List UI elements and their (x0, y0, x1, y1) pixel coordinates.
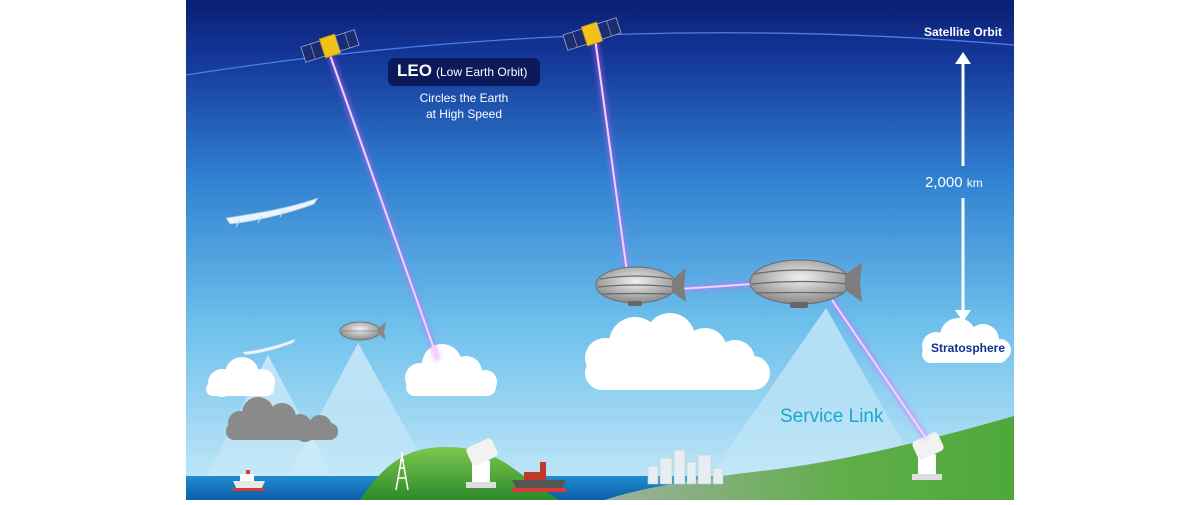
satellite-orbit-label: Satellite Orbit (924, 25, 1003, 39)
airship-beam (700, 308, 930, 490)
airship-icon (339, 321, 386, 341)
distance-value: 2,000 (925, 174, 963, 191)
storm-cloud-icon (226, 397, 338, 442)
satellite-icon (300, 29, 360, 63)
city-icon (647, 449, 724, 485)
cloud-icon (206, 357, 275, 397)
ground-antenna-icon (912, 432, 944, 480)
altitude-arrow (955, 52, 971, 322)
laser-links (327, 37, 929, 440)
ground-antenna-icon (466, 438, 498, 488)
island-hill (360, 446, 560, 500)
leo-subtitle: (Low Earth Orbit) (436, 65, 528, 79)
solar-aircraft-icon (241, 338, 297, 356)
leo-to-airship-laser (594, 37, 628, 273)
airship-small-beam (280, 343, 440, 490)
satellite-icon (562, 17, 622, 51)
leo-laser-beam (329, 54, 439, 361)
service-link-label: Service Link (780, 406, 884, 427)
leo-description-line1: Circles the Earth (419, 91, 509, 105)
stratosphere-label: Stratosphere (931, 341, 1006, 355)
leo-description-line2: at High Speed (425, 107, 503, 121)
distance-unit: km (966, 176, 983, 190)
cloud-icon (585, 313, 770, 390)
ship-icon (512, 462, 566, 492)
airship-icon (749, 259, 862, 308)
solar-aircraft-icon (225, 197, 319, 228)
distance-label: 2,000 km (925, 174, 983, 191)
cloud-icon (922, 318, 1011, 363)
tower-icon (395, 452, 409, 491)
airship-icon (595, 266, 686, 306)
cloud-icon (405, 344, 497, 396)
service-link-laser (831, 299, 927, 439)
leo-label-box (388, 58, 540, 86)
ship-icon (233, 470, 265, 491)
leo-title: LEO (397, 61, 432, 80)
